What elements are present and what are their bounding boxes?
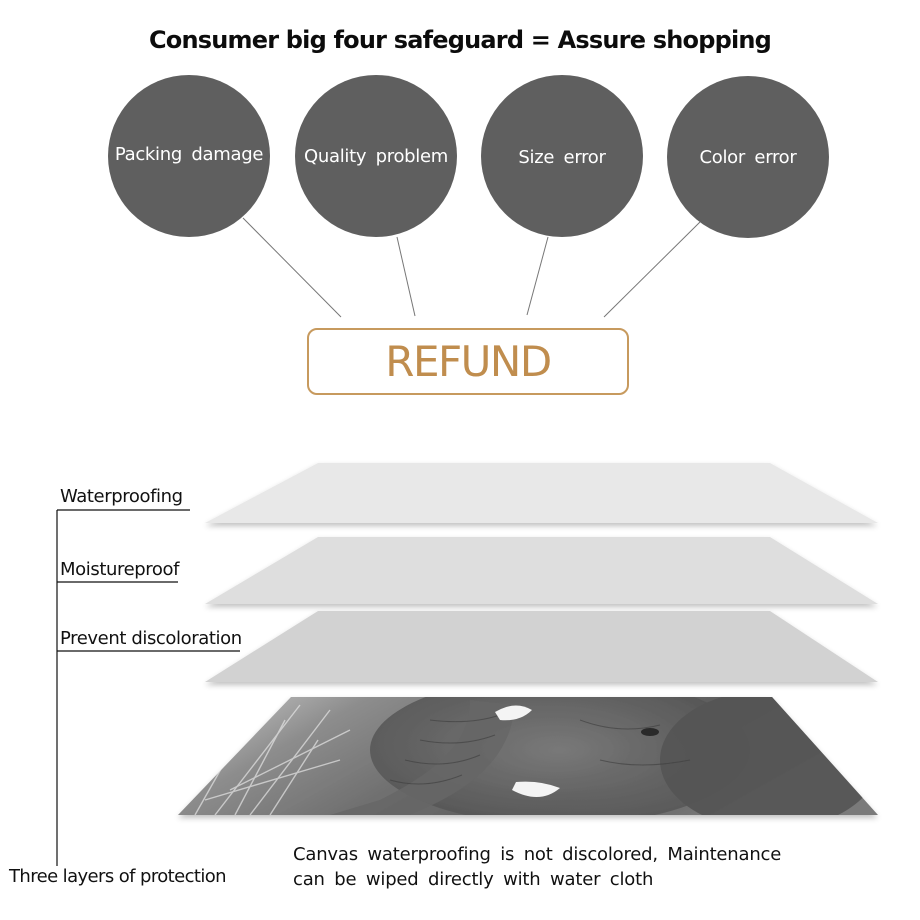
canvas-caption: Canvas waterproofing is not discolored, … [293, 842, 813, 892]
connector-line-1 [242, 217, 342, 318]
safeguard-label-color-error: Color error [699, 147, 797, 168]
safeguard-label-quality-problem: Quality problem [303, 146, 449, 167]
elephant-tusk-lower [512, 781, 560, 798]
safeguard-circle-3 [481, 75, 643, 237]
safeguard-label-packing-damage: Packing damage [114, 144, 264, 165]
elephant-tusk-upper [495, 705, 532, 721]
layer-sheet-prevent-discoloration [205, 611, 878, 682]
safeguard-circle-1 [108, 75, 270, 237]
refund-box: REFUND [307, 328, 629, 395]
refund-label: REFUND [385, 337, 552, 386]
layer-label-prevent-discoloration: Prevent discoloration [60, 628, 242, 649]
page-title: Consumer big four safeguard = Assure sho… [148, 26, 772, 54]
safeguard-circle-2 [295, 75, 457, 237]
layer-label-moistureproof: Moistureproof [60, 559, 180, 580]
elephant-head-shape [370, 697, 750, 815]
caption-line-1: Canvas waterproofing is not discolored, … [293, 844, 782, 865]
safeguard-label-size-error: Size error [518, 147, 606, 168]
three-layers-label: Three layers of protection [9, 866, 227, 887]
connector-line-2 [396, 236, 416, 317]
layer-sheet-moistureproof [205, 537, 878, 604]
safeguard-circle-4 [667, 76, 829, 238]
connector-line-3 [526, 236, 549, 316]
layer-label-waterproofing: Waterproofing [60, 486, 183, 507]
connector-line-4 [603, 221, 701, 318]
caption-line-2: can be wiped directly with water cloth [293, 869, 654, 890]
layers-bracket [56, 509, 240, 866]
layer-sheet-waterproofing [205, 463, 878, 523]
canvas-photo-layer [178, 697, 878, 815]
